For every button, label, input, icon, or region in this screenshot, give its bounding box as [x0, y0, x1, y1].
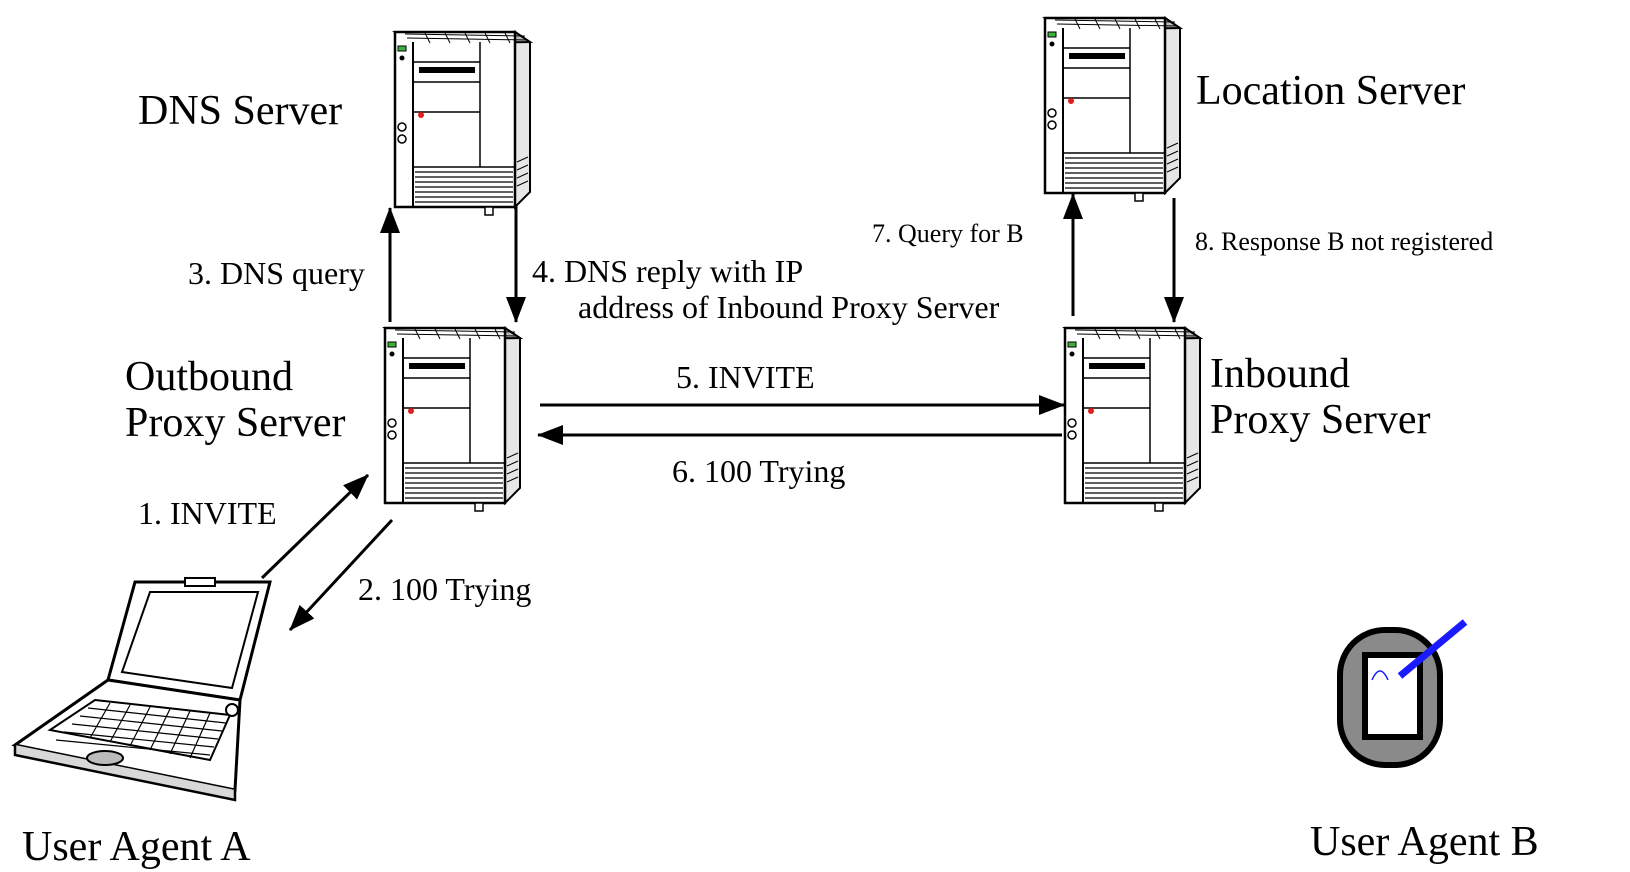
message-4-label: 4. DNS reply with IP address of Inbound …	[532, 253, 1000, 325]
inbound-proxy-server-icon	[1063, 326, 1202, 513]
message-7-label: 7. Query for B	[872, 219, 1024, 248]
dns-server-label: DNS Server	[138, 88, 342, 134]
message-8-label: 8. Response B not registered	[1195, 227, 1493, 256]
dns-server-icon	[393, 30, 532, 217]
message-1-label: 1. INVITE	[138, 495, 277, 531]
inbound-proxy-label-line2: Proxy Server	[1210, 397, 1430, 443]
arrow-2-trying	[288, 518, 394, 632]
message-2-label: 2. 100 Trying	[358, 571, 531, 607]
inbound-proxy-label: Inbound Proxy Server	[1210, 351, 1430, 443]
inbound-proxy-label-line1: Inbound	[1210, 351, 1350, 397]
user-agent-a-label: User Agent A	[22, 824, 251, 870]
outbound-proxy-label-line1: Outbound	[125, 354, 293, 400]
pda-icon	[1337, 619, 1468, 768]
outbound-proxy-label-line2: Proxy Server	[125, 400, 345, 446]
message-4-label-line1: 4. DNS reply with IP	[532, 253, 802, 289]
message-6-label: 6. 100 Trying	[672, 453, 845, 489]
arrow-1-invite	[260, 473, 370, 580]
message-3-label: 3. DNS query	[188, 255, 365, 291]
message-4-label-line2: address of Inbound Proxy Server	[578, 289, 1000, 325]
message-5-label: 5. INVITE	[676, 359, 815, 395]
outbound-proxy-label: Outbound Proxy Server	[125, 354, 345, 446]
outbound-proxy-server-icon	[383, 326, 522, 513]
user-agent-b-label: User Agent B	[1310, 819, 1539, 865]
location-server-icon	[1043, 16, 1182, 203]
location-server-label: Location Server	[1196, 68, 1465, 114]
laptop-icon	[11, 577, 272, 802]
